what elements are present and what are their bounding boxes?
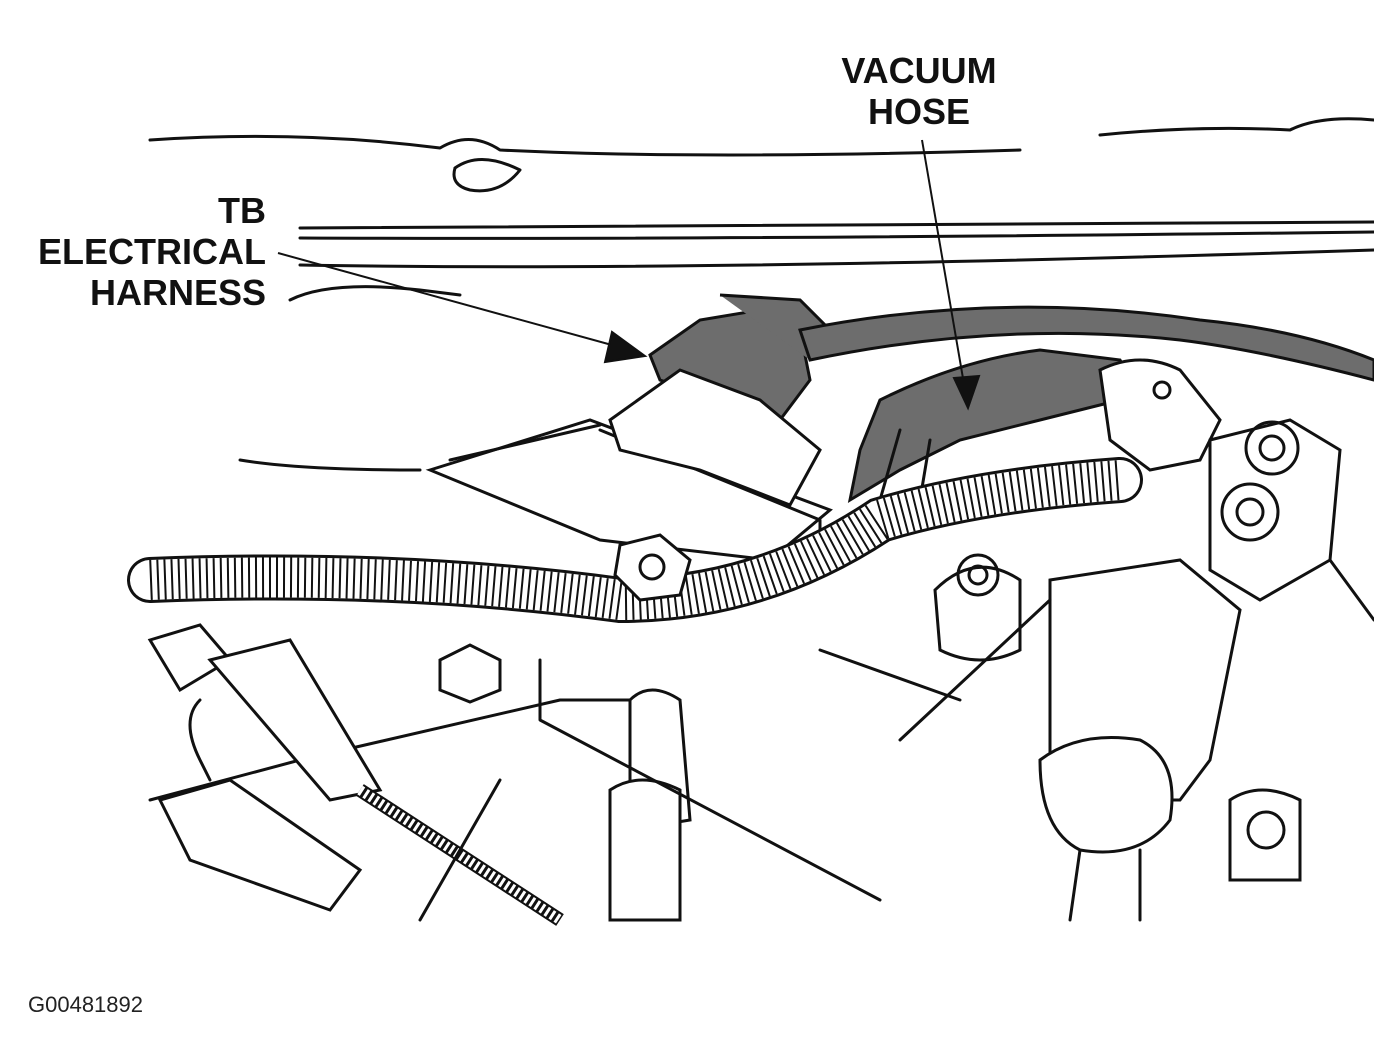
callout-leaders [277,139,981,411]
right-fitting [1098,358,1342,602]
throttle-cable [147,623,564,926]
tb-label-line-3: HARNESS [89,272,266,313]
vacuum-label-line-1: VACUUM [841,50,997,91]
vacuum-hose-label: VACUUM HOSE [834,50,1004,132]
tb-electrical-harness-label: TB ELECTRICAL HARNESS [38,190,266,313]
tb-label-line-2: ELECTRICAL [38,231,266,272]
upper-panel [148,117,1374,472]
tb-electrical-connector [608,293,832,507]
vacuum-label-line-2: HOSE [867,91,971,132]
tb-label-line-1: TB [218,190,266,231]
vacuum-hose-bracket [847,348,1143,504]
corrugated-harness [127,457,1143,624]
lower-engine [148,558,1374,922]
upper-harness-strap [798,305,1374,382]
figure-id: G00481892 [28,992,143,1017]
fasteners [438,533,1022,704]
